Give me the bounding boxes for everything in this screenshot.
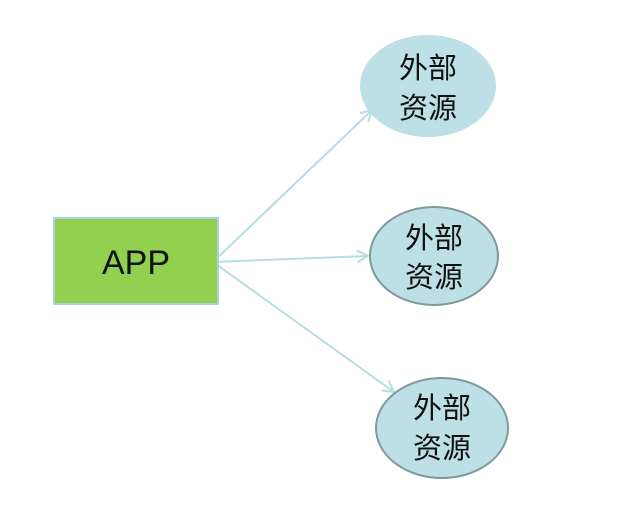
- resource-node-2-line1: 外部: [405, 221, 463, 255]
- resource-node-1-ellipse: [360, 35, 496, 137]
- edge-app-to-resource-2: [212, 256, 368, 262]
- resource-node-2-ellipse: [369, 206, 499, 306]
- edge-app-to-resource-1: [212, 110, 372, 263]
- app-node-label: APP: [102, 244, 170, 282]
- resource-node-1-line2: 资源: [399, 91, 457, 125]
- app-node: APP: [53, 217, 219, 305]
- resource-node-2: 外部 资源: [369, 206, 499, 306]
- resource-node-3-line1: 外部: [413, 391, 471, 425]
- resource-node-1: 外部 资源: [360, 35, 496, 137]
- app-node-box: [53, 217, 219, 305]
- resource-node-3: 外部 资源: [375, 377, 509, 479]
- edge-app-to-resource-3: [212, 261, 394, 392]
- resource-node-2-line2: 资源: [405, 260, 463, 294]
- resource-node-3-line2: 资源: [413, 431, 471, 465]
- resource-node-1-line1: 外部: [399, 51, 457, 85]
- resource-node-3-ellipse: [375, 377, 509, 479]
